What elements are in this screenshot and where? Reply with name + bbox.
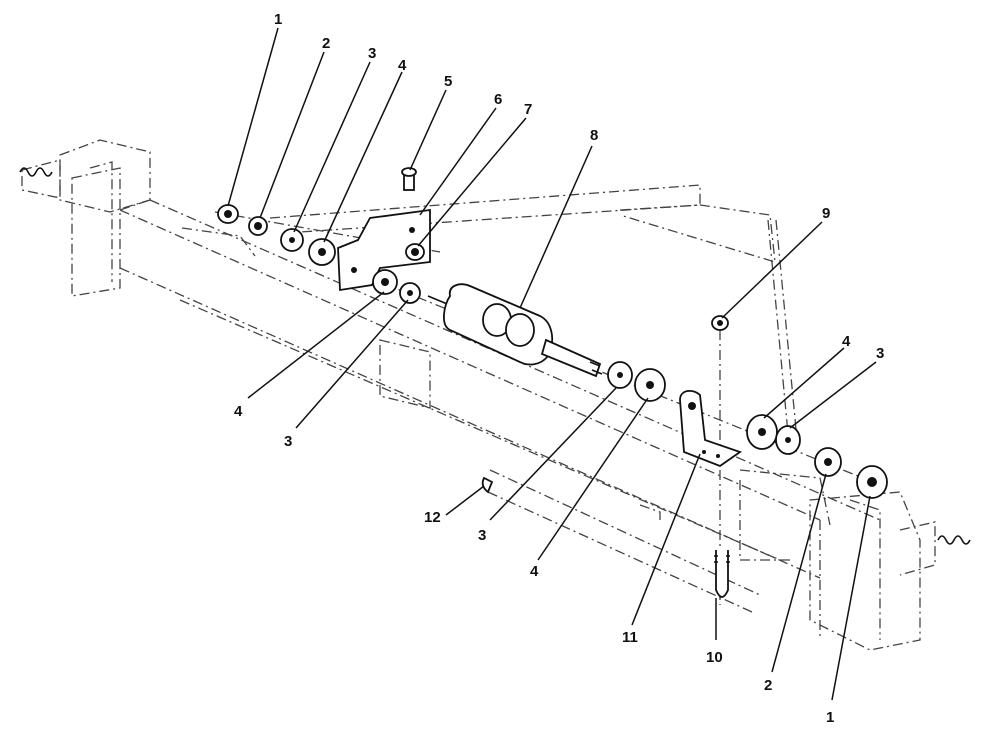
callout-5: 5 — [444, 73, 452, 90]
bushing-4-top — [308, 238, 336, 266]
parts — [217, 167, 888, 598]
callout-labels: 1 2 3 4 5 6 7 8 9 4 3 4 3 12 3 4 11 10 2… — [234, 11, 884, 726]
callout-3-left: 3 — [284, 433, 292, 450]
callout-4-right: 4 — [842, 333, 851, 350]
nut-1-bottom — [856, 465, 888, 499]
callout-2-bottom: 2 — [764, 677, 772, 694]
lockwasher-2-top — [248, 216, 268, 236]
bracket-6 — [337, 208, 431, 292]
nut-9 — [711, 315, 729, 331]
callout-6: 6 — [494, 91, 502, 108]
callout-4-mid: 4 — [530, 563, 539, 580]
washer-3-right — [775, 425, 801, 455]
callout-12: 12 — [424, 509, 441, 526]
callout-10: 10 — [706, 649, 723, 666]
callout-9: 9 — [822, 205, 830, 222]
washer-3-mid — [607, 361, 633, 389]
bushing-4-right — [746, 414, 778, 450]
callout-3-right: 3 — [876, 345, 884, 362]
shock-absorber-8 — [427, 283, 603, 378]
callout-3-mid: 3 — [478, 527, 486, 544]
nut-7 — [405, 243, 425, 261]
rod-12 — [481, 476, 494, 494]
callout-3-top: 3 — [368, 45, 376, 62]
bolt-5 — [401, 167, 417, 191]
nut-1-top — [217, 204, 239, 224]
leader-lines — [227, 27, 877, 701]
callout-2-top: 2 — [322, 35, 330, 52]
callout-8: 8 — [590, 127, 598, 144]
bracket-11 — [679, 389, 742, 468]
axle-frame-outline — [19, 139, 971, 651]
callout-4-top: 4 — [398, 57, 407, 74]
callout-4-left: 4 — [234, 403, 243, 420]
callout-1-bottom: 1 — [826, 709, 834, 726]
bushing-4-left — [372, 269, 398, 295]
lockwasher-2-bottom — [814, 447, 842, 477]
callout-1-top: 1 — [274, 11, 282, 28]
washer-3-top — [280, 228, 304, 252]
u-bolt-10 — [714, 550, 730, 598]
bushing-4-mid — [634, 368, 666, 402]
callout-11: 11 — [622, 629, 638, 646]
washer-3-left — [399, 282, 421, 304]
callout-7: 7 — [524, 101, 532, 118]
